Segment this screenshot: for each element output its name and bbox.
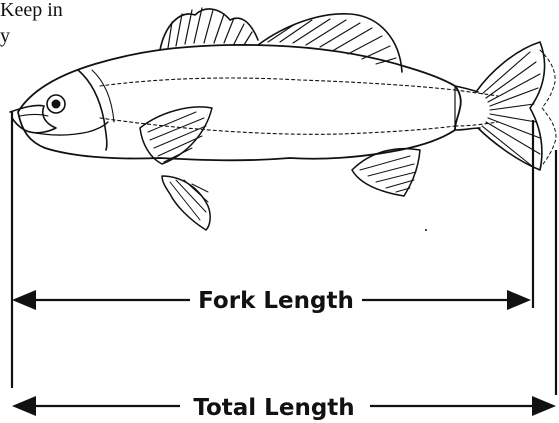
measurement-lines bbox=[12, 112, 556, 395]
fork-arrowhead-right bbox=[507, 290, 531, 310]
eye bbox=[47, 95, 65, 113]
dorsal-soft-fin bbox=[258, 14, 402, 72]
tail-fin bbox=[476, 42, 545, 170]
total-arrowhead-right bbox=[532, 396, 556, 416]
pelvic-fin bbox=[162, 176, 210, 230]
fork-arrowhead-left bbox=[12, 290, 36, 310]
pectoral-fin bbox=[140, 107, 212, 164]
total-length-arrow: Total Length bbox=[12, 395, 556, 421]
total-length-label: Total Length bbox=[193, 395, 354, 421]
fish-body-outline bbox=[18, 45, 461, 160]
fork-length-arrow: Fork Length bbox=[12, 288, 531, 314]
fish-illustration bbox=[10, 8, 556, 231]
lateral-line-dashed bbox=[100, 78, 455, 134]
total-arrowhead-left bbox=[12, 396, 36, 416]
fork-length-label: Fork Length bbox=[198, 288, 354, 314]
dorsal-spiny-fin bbox=[160, 8, 258, 50]
